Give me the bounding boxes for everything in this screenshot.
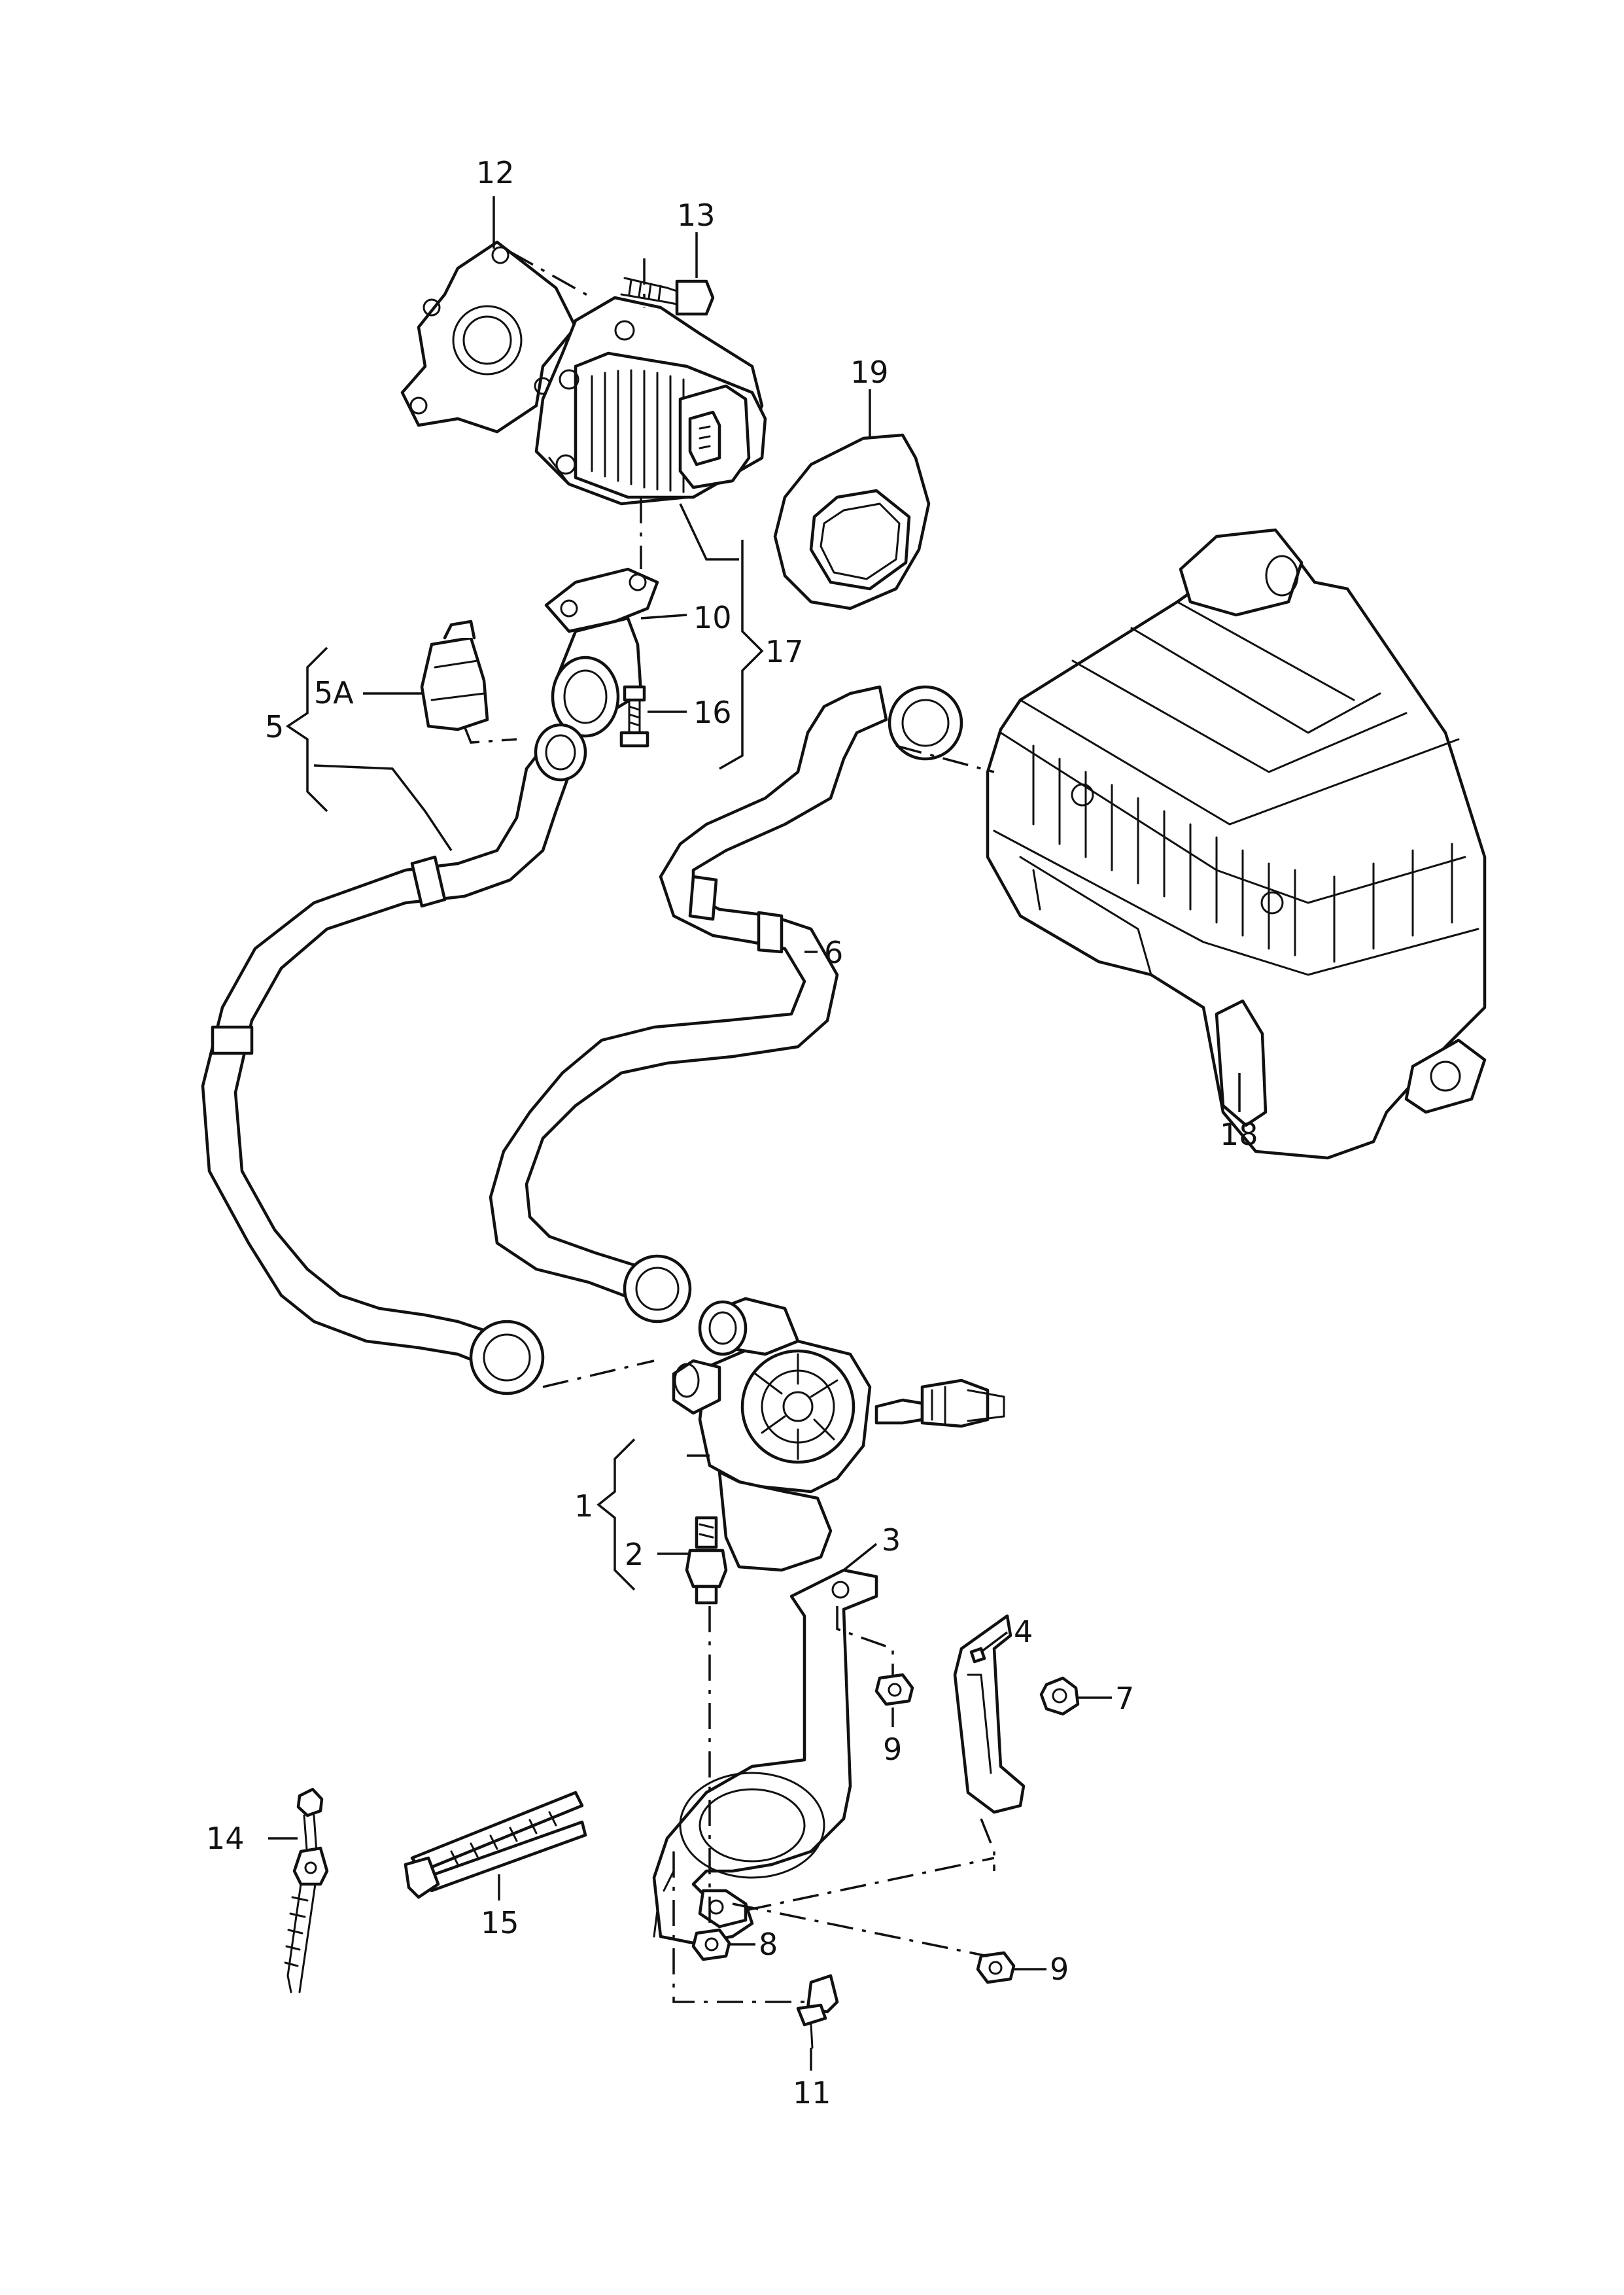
callout-12: 12: [476, 155, 515, 190]
part-4-bracket: [953, 1614, 1026, 1814]
callout-4: 4: [1014, 1614, 1033, 1649]
part-2-sensor: [685, 1516, 728, 1605]
assembly-lines: [463, 251, 995, 2003]
part-9-nut-lower: [976, 1951, 1016, 1984]
callout-5: 5: [265, 709, 284, 745]
callout-2: 2: [625, 1537, 644, 1572]
callout-17: 17: [765, 634, 804, 669]
callout-18: 18: [1220, 1117, 1258, 1152]
hose-5: [201, 723, 587, 1395]
part-18-air-filter-housing: [986, 528, 1487, 1160]
callout-6: 6: [824, 935, 843, 970]
part-11-clip: [796, 1974, 839, 2049]
callout-1: 1: [574, 1488, 593, 1524]
hose-6: [489, 685, 963, 1323]
part-7-nut: [1039, 1676, 1080, 1716]
leader-lines: [268, 196, 1241, 2071]
part-16-bolt: [619, 685, 649, 748]
callout-16: 16: [693, 695, 732, 730]
callout-9-upper: 9: [883, 1732, 902, 1767]
callout-13: 13: [677, 198, 716, 233]
callout-labels: 12 13 19 10 17 5A 5 16 6 18 1 2 3 4 7 9 …: [206, 155, 1258, 2111]
part-19-sleeve-ring: [773, 433, 931, 610]
callout-15: 15: [481, 1905, 519, 1940]
callout-5A: 5A: [314, 675, 354, 710]
part-15-cable-strap: [404, 1791, 587, 1899]
callout-10: 10: [693, 600, 732, 635]
part-8-nut: [691, 1928, 731, 1961]
part-9-nut-upper: [874, 1673, 914, 1706]
part-3-bracket: [652, 1568, 878, 1945]
part-13-bolt: [620, 277, 715, 316]
part-5A-connector: [420, 620, 489, 731]
callout-14: 14: [206, 1821, 245, 1856]
callout-8: 8: [759, 1927, 778, 1962]
part-1-secondary-air-pump: [672, 1297, 1005, 1572]
callout-11: 11: [793, 2075, 831, 2111]
part-14-cable-tie: [284, 1787, 329, 1993]
callout-3: 3: [882, 1522, 901, 1558]
callout-19: 19: [850, 355, 889, 390]
callout-9-lower: 9: [1050, 1952, 1069, 1987]
part-12-gasket: [400, 240, 578, 434]
callout-7: 7: [1115, 1681, 1134, 1716]
egr-valve-body: [534, 296, 767, 506]
